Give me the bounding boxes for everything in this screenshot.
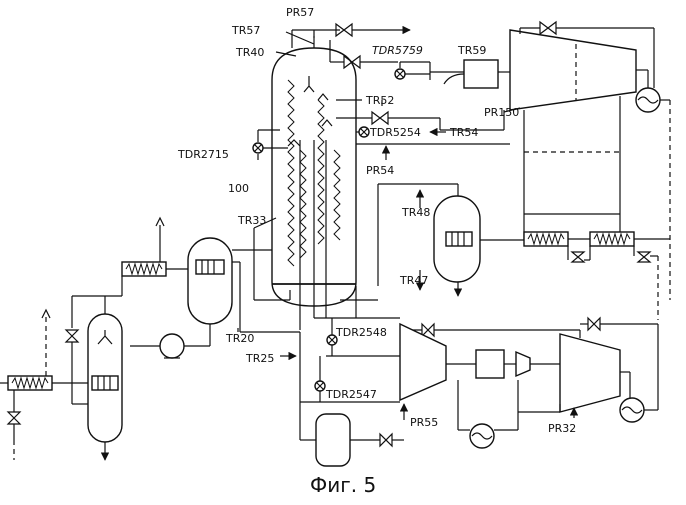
label-tdr2715: TDR2715 <box>177 148 229 161</box>
figure-caption: Фиг. 5 <box>310 473 376 497</box>
label-pr150: PR150 <box>484 106 519 119</box>
label-tdr5254: TDR5254 <box>369 126 421 139</box>
right-side-piping <box>524 96 658 320</box>
tr59-instrument-box <box>444 60 498 88</box>
label-pr32: PR32 <box>548 422 576 435</box>
label-pr57: PR57 <box>286 6 314 19</box>
main-column-100 <box>272 48 356 330</box>
label-tdr2547: TDR2547 <box>325 388 377 401</box>
label-tr57: TR57 <box>231 24 260 37</box>
upper-compressor <box>500 22 670 300</box>
label-pr54: PR54 <box>366 164 394 177</box>
label-pr55: PR55 <box>410 416 438 429</box>
right-heat-exchangers <box>524 232 670 262</box>
label-tdr2548: TDR2548 <box>335 326 387 339</box>
label-tdr5759: TDR5759 <box>372 44 423 57</box>
label-tr59: TR59 <box>457 44 486 57</box>
label-tr54: TR54 <box>449 126 478 139</box>
label-tr20: TR20 <box>225 332 254 345</box>
label-tr52: TR52 <box>365 94 394 107</box>
label-tr48: TR48 <box>401 206 430 219</box>
label-tr47: TR47 <box>399 274 428 287</box>
label-100: 100 <box>228 182 249 195</box>
label-tr25: TR25 <box>245 352 274 365</box>
label-tr33: TR33 <box>237 214 266 227</box>
label-tr40: TR40 <box>235 46 264 59</box>
left-vessel <box>0 276 122 460</box>
